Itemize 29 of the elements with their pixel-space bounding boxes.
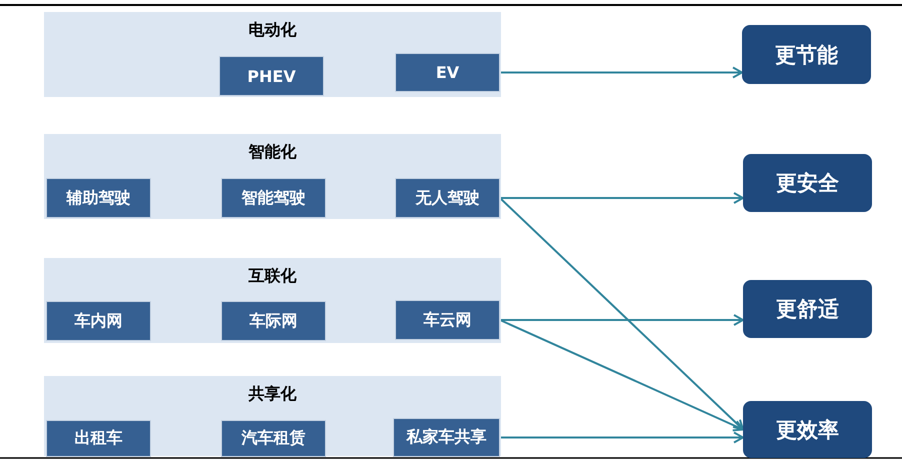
category-panel xyxy=(44,258,501,343)
category-panel xyxy=(44,376,501,456)
goal-box: 更效率 xyxy=(743,401,872,458)
item-box: 辅助驾驶 xyxy=(46,178,151,218)
arrow xyxy=(500,192,744,204)
item-box: 汽车租赁 xyxy=(221,420,326,457)
item-box: 无人驾驶 xyxy=(395,178,500,218)
goal-box: 更节能 xyxy=(742,25,871,84)
item-box: 智能驾驶 xyxy=(221,178,326,218)
goal-box: 更安全 xyxy=(743,154,872,212)
item-box: 车云网 xyxy=(395,300,500,340)
item-box: EV xyxy=(395,53,500,92)
arrow xyxy=(500,314,744,326)
category-heading: 共享化 xyxy=(248,384,298,405)
item-box: 出租车 xyxy=(46,420,151,457)
arrow xyxy=(500,66,743,78)
category-heading: 智能化 xyxy=(247,142,298,163)
goal-box: 更舒适 xyxy=(743,280,872,338)
category-panel xyxy=(44,134,501,219)
item-box: PHEV xyxy=(219,56,324,96)
category-heading: 电动化 xyxy=(248,20,298,41)
item-box: 车际网 xyxy=(221,301,326,341)
item-box: 私家车共享 xyxy=(393,418,500,457)
item-box: 车内网 xyxy=(46,301,151,341)
arrow xyxy=(499,197,744,430)
arrow xyxy=(500,319,744,432)
category-panel xyxy=(44,12,501,97)
category-heading: 互联化 xyxy=(248,266,298,287)
arrow xyxy=(500,432,744,444)
